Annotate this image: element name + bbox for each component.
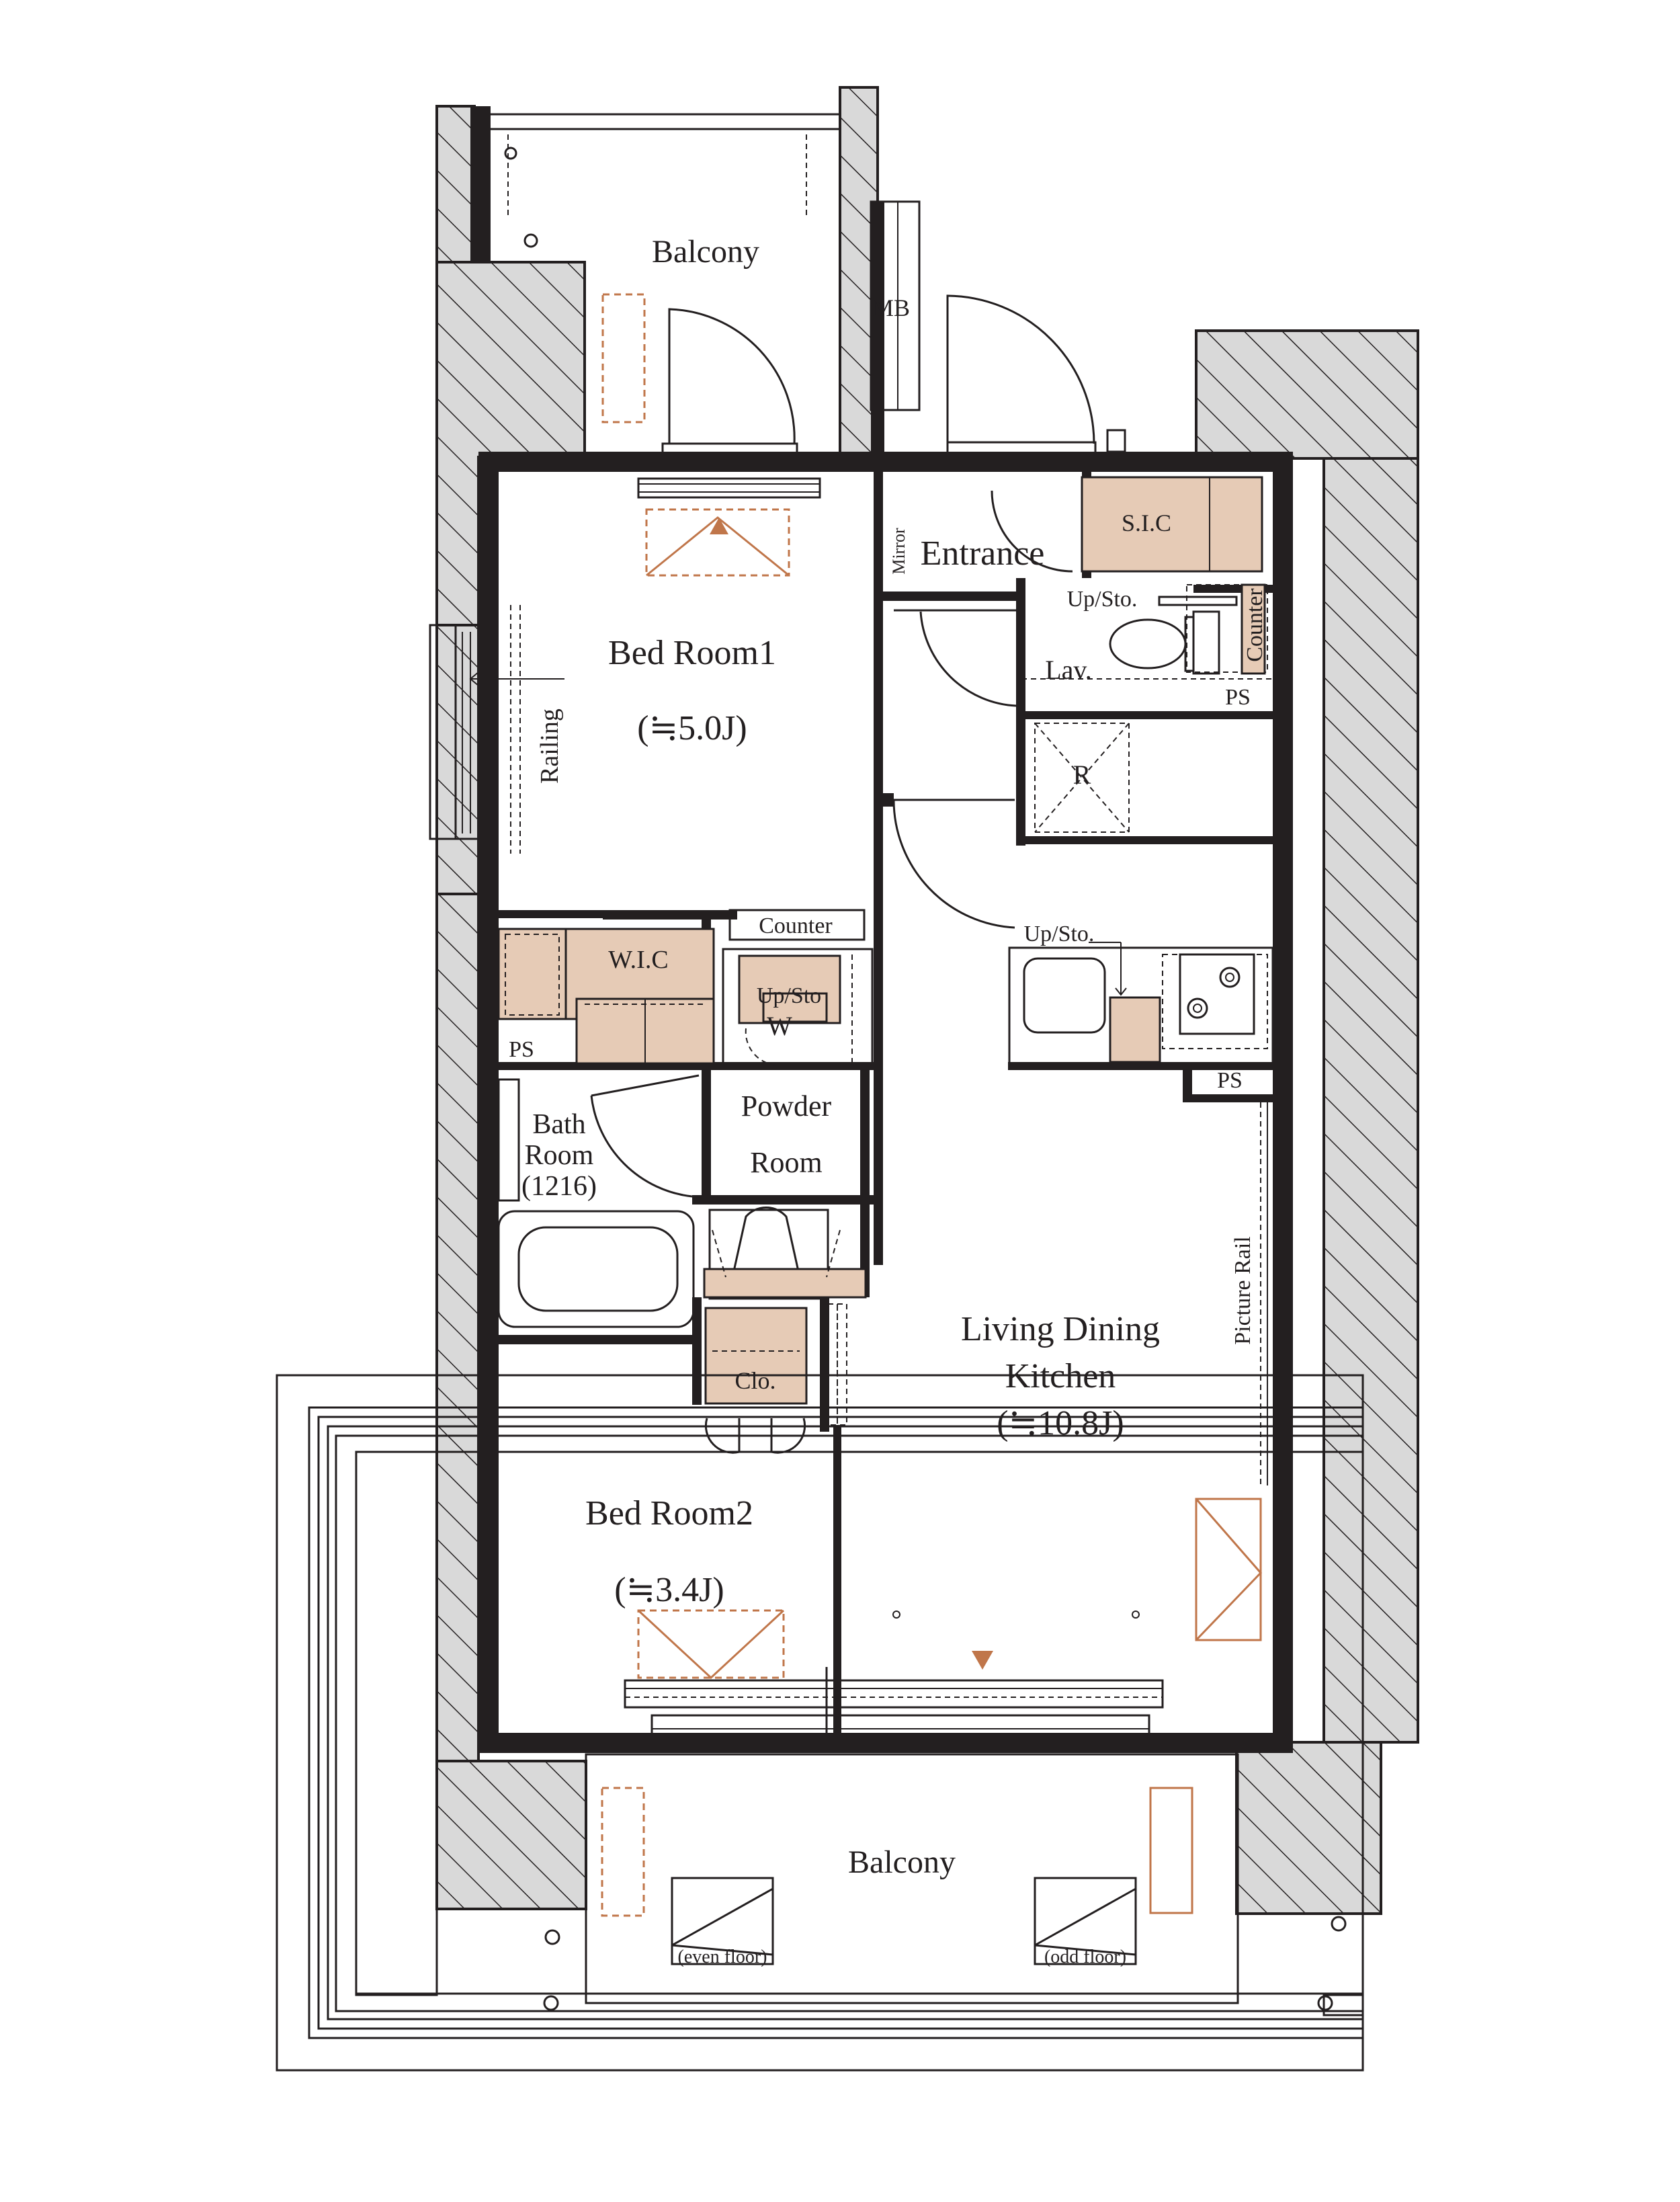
label-ldk-line1: Living Dining bbox=[961, 1310, 1160, 1348]
label-closet: Clo. bbox=[734, 1367, 775, 1394]
column-bottom-left bbox=[435, 1760, 587, 1910]
bedroom1-details bbox=[429, 477, 821, 854]
entrance-details bbox=[894, 476, 1263, 707]
label-lav: Lav. bbox=[1045, 655, 1092, 685]
sic-closet bbox=[1081, 476, 1263, 573]
door-triangle-down bbox=[972, 1651, 993, 1670]
label-bedroom2-size: (≒3.4J) bbox=[614, 1571, 724, 1609]
label-powder-line1: Powder bbox=[741, 1090, 832, 1123]
label-counter-bedroom: Counter bbox=[759, 913, 833, 938]
label-entrance: Entrance bbox=[921, 534, 1045, 573]
column-left-lower bbox=[435, 893, 480, 1762]
label-ps-wic: PS bbox=[509, 1037, 534, 1062]
column-left-mid bbox=[435, 624, 480, 895]
label-odd-floor: (odd floor) bbox=[1044, 1947, 1126, 1967]
column-bottom-right bbox=[1235, 1741, 1382, 1915]
ldk-details bbox=[827, 1102, 1268, 1670]
door-triangle-up bbox=[710, 518, 728, 534]
column-left-upper bbox=[435, 261, 586, 626]
bottom-balcony bbox=[276, 1374, 1364, 2072]
lavatory-details bbox=[1021, 583, 1273, 680]
label-counter-lav: Counter bbox=[1243, 588, 1267, 662]
label-washer: W bbox=[767, 1011, 792, 1041]
label-railing: Railing bbox=[536, 708, 564, 784]
bath-room-details bbox=[497, 1074, 700, 1328]
label-bath-line2: Room bbox=[525, 1140, 594, 1171]
label-mirror: Mirror bbox=[889, 528, 909, 575]
mb-and-entrance-door bbox=[870, 200, 1126, 454]
kitchen-details bbox=[1008, 942, 1274, 1065]
label-ps-lav: PS bbox=[1225, 685, 1251, 710]
label-r: R bbox=[1073, 760, 1091, 790]
label-powder-line2: Room bbox=[750, 1146, 823, 1179]
column-right bbox=[1322, 457, 1419, 1744]
label-picture-rail: Picture Rail bbox=[1230, 1236, 1255, 1344]
label-bedroom1: Bed Room1 bbox=[608, 634, 776, 672]
label-ldk-line2: Kitchen bbox=[1005, 1357, 1116, 1395]
label-mb: MB bbox=[872, 294, 910, 321]
label-sic: S.I.C bbox=[1122, 509, 1171, 536]
column-top-left bbox=[435, 105, 476, 263]
wic-details bbox=[497, 909, 866, 1065]
powder-room-details bbox=[703, 948, 874, 1300]
exterior-walls bbox=[470, 106, 1293, 1753]
column-top-right bbox=[1195, 329, 1419, 460]
label-upsto-powder: Up/Sto bbox=[757, 983, 821, 1008]
label-bath-line1: Bath bbox=[532, 1109, 585, 1140]
label-bedroom2: Bed Room2 bbox=[585, 1494, 753, 1533]
label-upsto-kitchen: Up/Sto. bbox=[1024, 922, 1095, 946]
label-bedroom1-size: (≒5.0J) bbox=[637, 709, 747, 747]
label-even-floor: (even floor) bbox=[678, 1947, 767, 1967]
label-bath-line3: (1216) bbox=[521, 1171, 597, 1202]
label-balcony-top: Balcony bbox=[652, 234, 759, 270]
label-ps-kitchen: PS bbox=[1217, 1068, 1243, 1093]
structure bbox=[435, 86, 1419, 1915]
label-balcony-bottom: Balcony bbox=[848, 1844, 956, 1880]
refrigerator-space bbox=[874, 723, 1130, 929]
bedroom2-details bbox=[624, 1307, 1164, 1748]
labels: Balcony MB Entrance Mirror S.I.C Bed Roo… bbox=[509, 234, 1267, 1967]
label-wic: W.I.C bbox=[608, 946, 668, 974]
label-upsto-entrance: Up/Sto. bbox=[1067, 587, 1138, 612]
top-balcony bbox=[473, 113, 841, 457]
label-ldk-size: (≒10.8J) bbox=[997, 1404, 1124, 1442]
